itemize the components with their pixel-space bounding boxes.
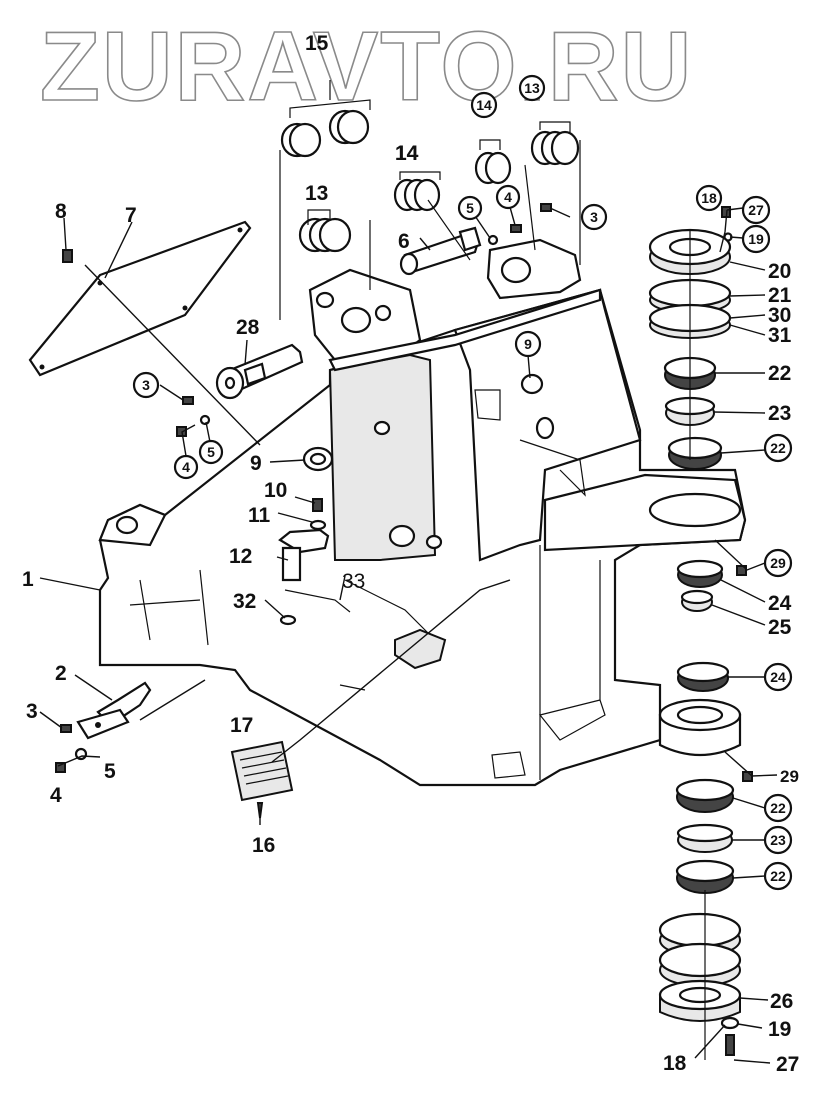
- circled-4: 4: [182, 459, 190, 475]
- callout-5: 5: [104, 760, 116, 783]
- callout-30: 30: [768, 304, 791, 327]
- callout-25: 25: [768, 616, 792, 639]
- callout-21: 21: [768, 284, 792, 307]
- callout-7: 7: [125, 204, 137, 227]
- main-frame: [98, 238, 747, 787]
- bolt-part-8: [62, 249, 73, 263]
- circled-27: 27: [748, 202, 764, 218]
- callout-27: 27: [776, 1053, 799, 1076]
- lower-bearing-stack: [658, 661, 742, 1060]
- circled-4: 4: [504, 189, 512, 205]
- callout-23: 23: [768, 402, 791, 425]
- circled-9: 9: [524, 336, 532, 352]
- circled-18: 18: [701, 190, 717, 206]
- callout-17: 17: [230, 714, 253, 737]
- callout-28: 28: [236, 316, 260, 339]
- circled-callouts: 13 14 4 5 3 3 4 5 9 18 27 19 22 29 24 22…: [132, 74, 793, 891]
- callout-32: 32: [233, 590, 256, 613]
- bracket-part-12: [278, 528, 351, 626]
- callout-9: 9: [250, 452, 262, 475]
- pin-part-28: [215, 343, 304, 400]
- callout-12: 12: [229, 545, 252, 568]
- callout-16: 16: [252, 834, 275, 857]
- cover-plate: [28, 220, 252, 377]
- circled-29: 29: [770, 555, 786, 571]
- circled-3: 3: [142, 377, 150, 393]
- grille-part-17: [230, 740, 294, 802]
- callout-3: 3: [26, 700, 38, 723]
- circled-23: 23: [770, 832, 786, 848]
- circled-19: 19: [748, 231, 764, 247]
- callout-19: 19: [768, 1018, 791, 1041]
- callout-14: 14: [395, 142, 419, 165]
- callout-26: 26: [770, 990, 793, 1013]
- pin-part-6: [399, 226, 482, 276]
- upper-bearing-stack: [648, 228, 732, 470]
- callout-22: 22: [768, 362, 791, 385]
- callout-24: 24: [768, 592, 792, 615]
- callout-14: 14: [395, 142, 419, 165]
- circled-5: 5: [207, 444, 215, 460]
- circled-22: 22: [770, 440, 786, 456]
- callout-labels: 1 2 3 4 5 6 7 8 9 10 11 12 13 14 15 16 1…: [22, 32, 799, 1076]
- callout-15: 15: [305, 32, 329, 55]
- callout-4: 4: [50, 784, 62, 807]
- callout-2: 2: [55, 662, 67, 685]
- circled-13: 13: [524, 80, 540, 96]
- callout-8: 8: [55, 200, 67, 223]
- callout-10: 10: [264, 479, 287, 502]
- circled-24: 24: [770, 669, 786, 685]
- circled-5: 5: [466, 200, 474, 216]
- callout-33: 33: [342, 570, 365, 593]
- small-hardware: [55, 203, 753, 1056]
- pin-part-2: [76, 681, 152, 740]
- circled-22: 22: [770, 800, 786, 816]
- callout-20: 20: [768, 260, 791, 283]
- callout-31: 31: [768, 324, 792, 347]
- callout-11: 11: [248, 504, 271, 527]
- spring-assemblies: [279, 80, 581, 320]
- watermark: ZURAVTO.RU: [40, 11, 693, 121]
- leader-lines: [39, 199, 778, 1064]
- callout-29: 29: [780, 767, 799, 786]
- circled-22: 22: [770, 868, 786, 884]
- circled-3: 3: [590, 209, 598, 225]
- callout-6: 6: [398, 230, 410, 253]
- circled-14: 14: [476, 97, 492, 113]
- middle-bearing-stack: [676, 559, 724, 612]
- callout-18: 18: [663, 1052, 687, 1075]
- callout-13: 13: [305, 182, 328, 205]
- callout-1: 1: [22, 568, 34, 591]
